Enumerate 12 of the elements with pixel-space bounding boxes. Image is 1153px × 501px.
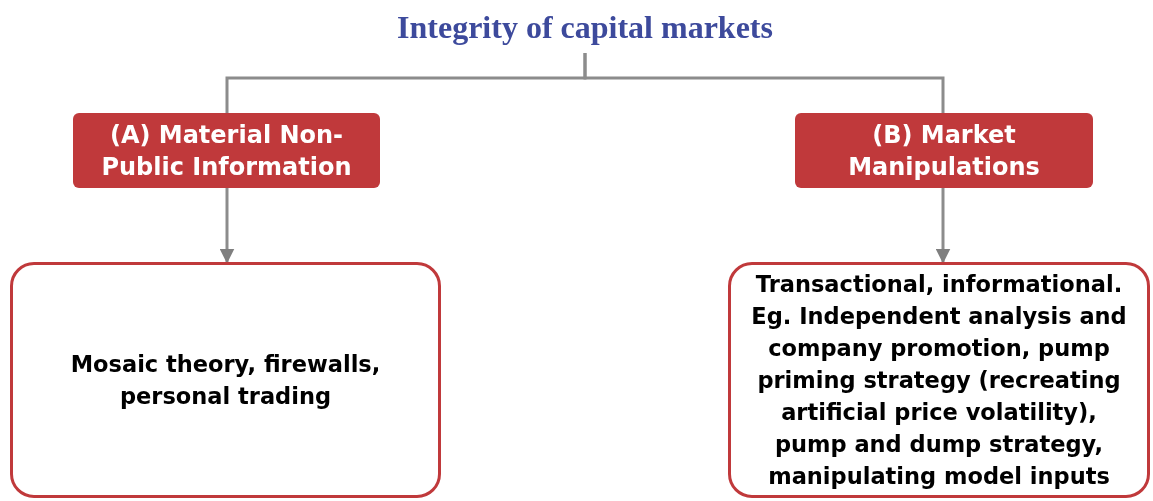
category-box [795,113,1093,188]
arrow [219,188,235,264]
box-text: (A) Material Non-Public Information [100,119,353,183]
category-box [73,113,380,188]
connector-line [583,53,945,113]
box-text: (B) Market Manipulations [847,119,1041,183]
detail-box [10,262,441,498]
title-text: Integrity of capital markets [360,5,810,49]
arrow [935,188,951,264]
box-text: Mosaic theory, firewalls, personal trading [69,350,382,411]
box-text: Transactional, informational. Eg. Independent analysis and company promotion, pump priming strategy (recreating artificial price volatility), pump and dump strategy, manipulating model inputs [750,270,1128,491]
detail-box [728,262,1150,498]
